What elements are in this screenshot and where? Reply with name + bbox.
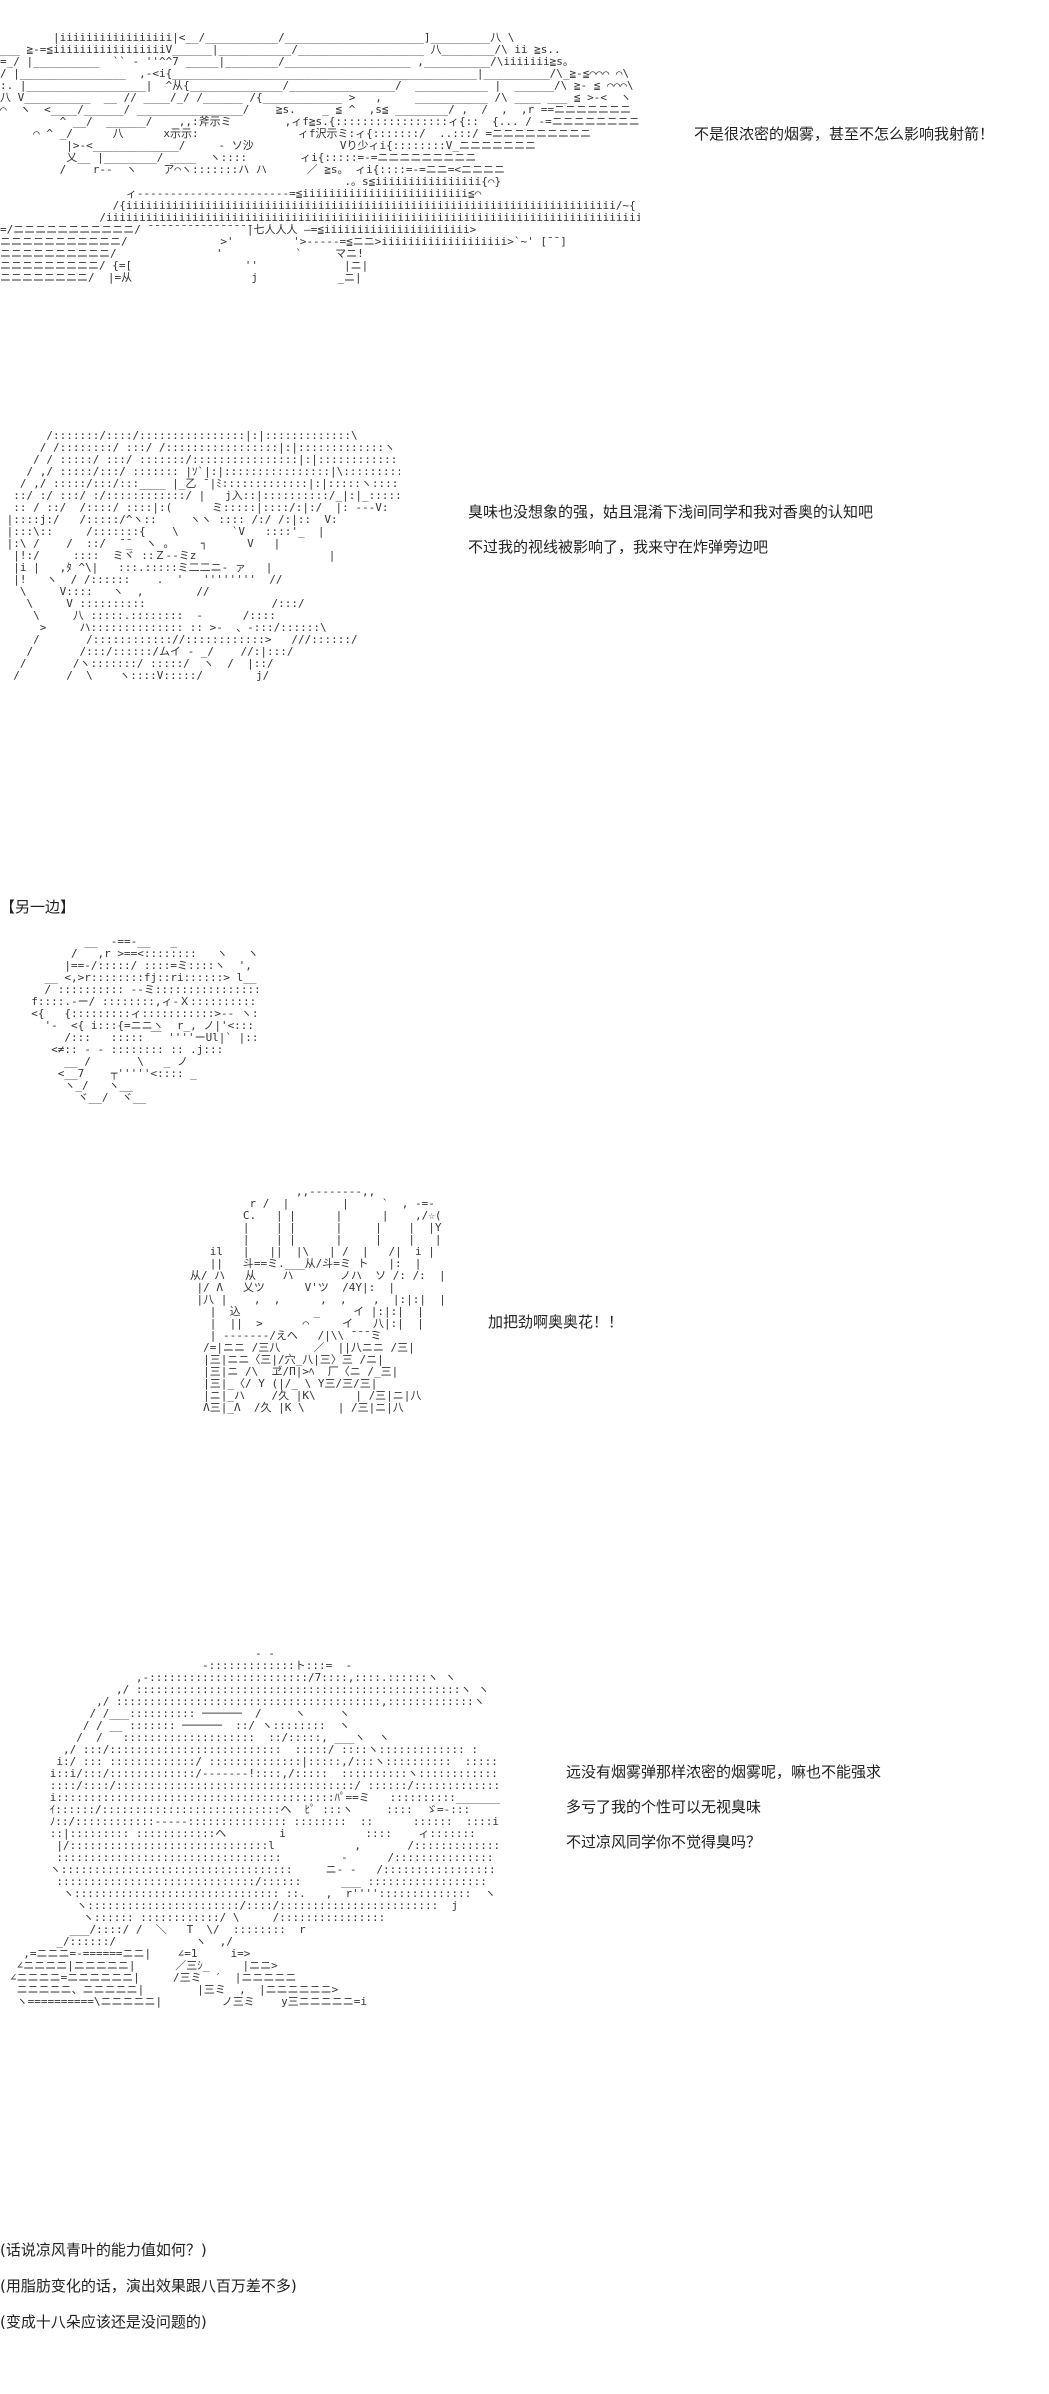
dialogue-girl: 加把劲啊奥奥花！！ <box>488 1312 623 1332</box>
note-line: (变成十八朵应该还是没问题的) <box>0 2313 207 2331</box>
dialogue-line: 远没有烟雾弹那样浓密的烟雾呢，嘛也不能强求 <box>566 1763 882 1781</box>
dialogue-line: 不过凉风同学你不觉得臭吗？ <box>566 1833 762 1851</box>
dialogue-rifle: 不是很浓密的烟雾，甚至不怎么影响我射箭！ <box>694 124 994 144</box>
dialogue-line: 臭味也没想象的强，姑且混淆下浅间同学和我对香奥的认知吧 <box>468 503 874 521</box>
section-label: 【另一边】 <box>0 898 76 916</box>
dialogue-line: 不过我的视线被影响了，我来守在炸弹旁边吧 <box>468 538 769 556</box>
note-line: (话说凉风青叶的能力值如何？) <box>0 2241 207 2259</box>
dialogue-long-hair: 远没有烟雾弹那样浓密的烟雾呢，嘛也不能强求 多亏了我的个性可以无视臭味 不过凉风… <box>566 1762 881 1852</box>
ascii-art-chibi: __ -==-__ _ / ,r >==<:::::::: ヽ ヽ |==-/:… <box>31 936 258 1104</box>
note-line: (用脂肪变化的话，演出效果跟八百万差不多) <box>0 2277 297 2295</box>
dialogue-line: 多亏了我的个性可以无视臭味 <box>566 1798 762 1816</box>
ascii-art-long-hair: ‐ ‐ -:::::::::::::ト:::= - ,-::::::::::::… <box>10 1648 500 2008</box>
dialogue-line: 加把劲啊奥奥花！！ <box>488 1313 624 1331</box>
author-notes: (话说凉风青叶的能力值如何？) (用脂肪变化的话，演出效果跟八百万差不多) (变… <box>0 2240 297 2348</box>
ascii-art-girl: ,,--‐‐‐‐--,, r / | | ` , -=- C. | | | | … <box>189 1186 446 1414</box>
dialogue-portrait: 臭味也没想象的强，姑且混淆下浅间同学和我对香奥的认知吧 不过我的视线被影响了，我… <box>468 502 873 557</box>
dialogue-line: 不是很浓密的烟雾，甚至不怎么影响我射箭！ <box>694 125 995 143</box>
ascii-art-portrait: /:::::::/::::/::::::::::::::::|:|:::::::… <box>6 430 400 682</box>
ascii-art-rifle: |iiiiiiiiiiiiiiiii|<__/___________/_____… <box>0 32 640 284</box>
